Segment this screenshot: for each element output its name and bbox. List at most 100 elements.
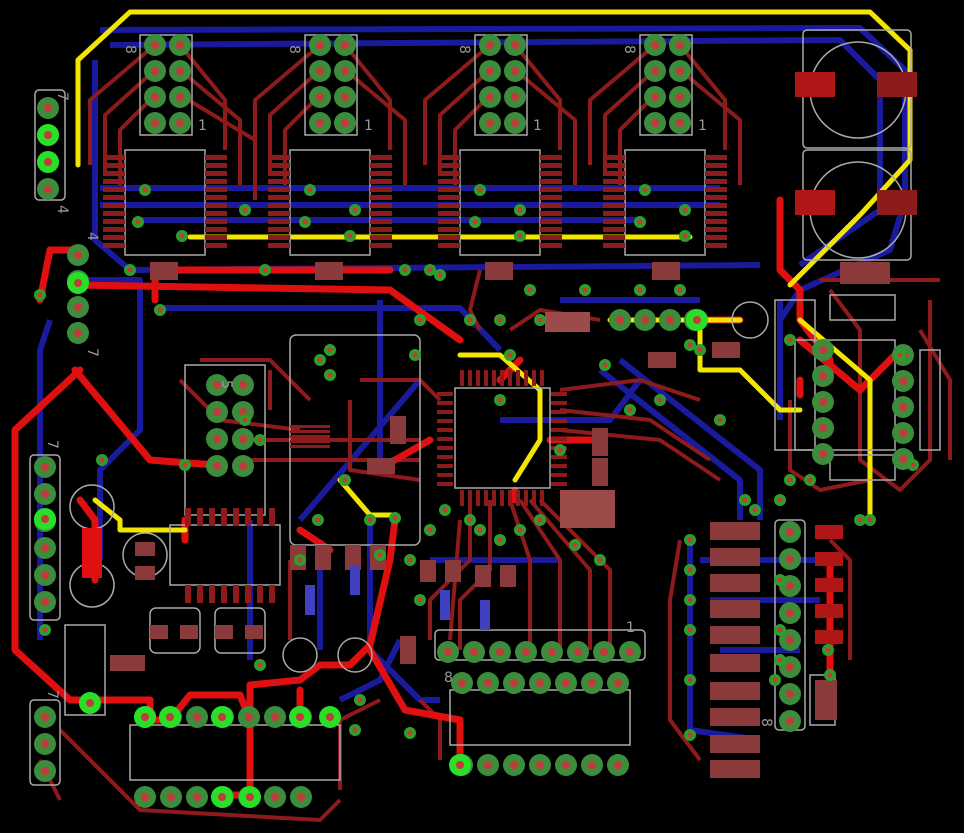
usb-pin-pad — [290, 435, 330, 438]
mcu-pin-pad — [524, 370, 528, 386]
soic-pin-pad — [245, 585, 251, 603]
mcu-pin-pad — [484, 370, 488, 386]
through-hole-drill — [786, 555, 794, 563]
through-hole-drill — [74, 251, 82, 259]
through-hole-drill — [239, 435, 247, 443]
via-drill — [315, 517, 321, 523]
mcu-pin-pad — [484, 490, 488, 506]
through-hole-drill — [141, 713, 149, 721]
ic-pin-pad — [540, 211, 562, 216]
via-drill — [242, 417, 248, 423]
ic-pin-pad — [205, 235, 227, 240]
header-a-pin8-label: 8 — [122, 45, 138, 54]
mcu-pin-pad — [437, 392, 453, 396]
ic-pin-pad — [370, 211, 392, 216]
via-drill — [807, 477, 813, 483]
mcu-pin-pad — [437, 437, 453, 441]
via-drill — [262, 267, 268, 273]
via-drill — [910, 462, 916, 468]
via-drill — [677, 287, 683, 293]
mcu-pin-pad — [437, 455, 453, 459]
ic-pin-pad — [268, 179, 290, 184]
ic-pin-pad — [438, 195, 460, 200]
mcu-pin-pad — [468, 370, 472, 386]
ic-pin-pad — [205, 171, 227, 176]
soic-pin-pad — [197, 508, 203, 526]
via-drill — [687, 627, 693, 633]
soic-pin-pad — [257, 508, 263, 526]
through-hole-drill — [341, 119, 349, 127]
through-hole-drill — [41, 713, 49, 721]
through-hole-drill — [510, 679, 518, 687]
via-drill — [407, 730, 413, 736]
left-header-4-pin7-label: 7 — [44, 690, 60, 699]
through-hole-drill — [899, 403, 907, 411]
ic-pin-pad — [705, 163, 727, 168]
mcu-pin-pad — [524, 490, 528, 506]
through-hole-drill — [239, 381, 247, 389]
through-hole-drill — [548, 648, 556, 656]
through-hole-drill — [41, 490, 49, 498]
through-hole-drill — [819, 450, 827, 458]
via-drill — [827, 672, 833, 678]
left-header-top-pin4-label: 4 — [54, 205, 70, 214]
via-drill — [327, 347, 333, 353]
ic-pin-pad — [370, 243, 392, 248]
via-drill — [242, 207, 248, 213]
mcu-pin-pad — [492, 370, 496, 386]
via-drill — [825, 647, 831, 653]
ic-pin-pads — [103, 155, 727, 603]
mcu-pin-pad — [437, 446, 453, 450]
via-drill — [342, 477, 348, 483]
via-drill — [687, 537, 693, 543]
through-hole-drill — [651, 67, 659, 75]
via-drill — [687, 597, 693, 603]
through-hole-drill — [676, 41, 684, 49]
mcu-pin-pad — [532, 490, 536, 506]
mcu-pin-pad — [551, 392, 567, 396]
through-hole-drill — [193, 713, 201, 721]
mcu-pin-pad — [540, 370, 544, 386]
ic-pin-pad — [268, 211, 290, 216]
ic-pin-pad — [438, 155, 460, 160]
ic-pin-pad — [370, 163, 392, 168]
via-drill — [557, 447, 563, 453]
soic-pin-pad — [185, 585, 191, 603]
through-hole-drill — [218, 713, 226, 721]
via-drill — [327, 372, 333, 378]
through-hole-drill — [213, 408, 221, 416]
via-drill — [867, 517, 873, 523]
via-drill — [297, 557, 303, 563]
ic-pin-pad — [370, 171, 392, 176]
mcu-pin-pad — [516, 490, 520, 506]
ic-pin-pad — [603, 227, 625, 232]
via-drill — [637, 287, 643, 293]
soic-pin-pad — [257, 585, 263, 603]
via-drill — [472, 219, 478, 225]
soic-pin-pad — [209, 585, 215, 603]
via-drill — [407, 557, 413, 563]
via-drill — [787, 337, 793, 343]
through-hole-drill — [511, 93, 519, 101]
soic-pin-pad — [233, 508, 239, 526]
through-hole-drill — [899, 429, 907, 437]
through-hole-drill — [151, 93, 159, 101]
via-drill — [572, 542, 578, 548]
mcu-pin-pad — [516, 370, 520, 386]
mcu-pin-pad — [551, 428, 567, 432]
mcu-pin-pad — [551, 419, 567, 423]
through-hole-drill — [218, 793, 226, 801]
ic-pin-pad — [205, 187, 227, 192]
ic-pin-pad — [438, 219, 460, 224]
header-b-pin8-label: 8 — [286, 45, 302, 54]
ic-pin-pad — [540, 155, 562, 160]
via-drill — [497, 537, 503, 543]
via-drill — [437, 272, 443, 278]
ic-pin-pad — [540, 219, 562, 224]
ic-pin-pad — [438, 187, 460, 192]
ic-pin-pad — [540, 179, 562, 184]
via-drill — [687, 342, 693, 348]
through-hole-drill — [326, 713, 334, 721]
via-drill — [367, 517, 373, 523]
ic-pin-pad — [205, 179, 227, 184]
